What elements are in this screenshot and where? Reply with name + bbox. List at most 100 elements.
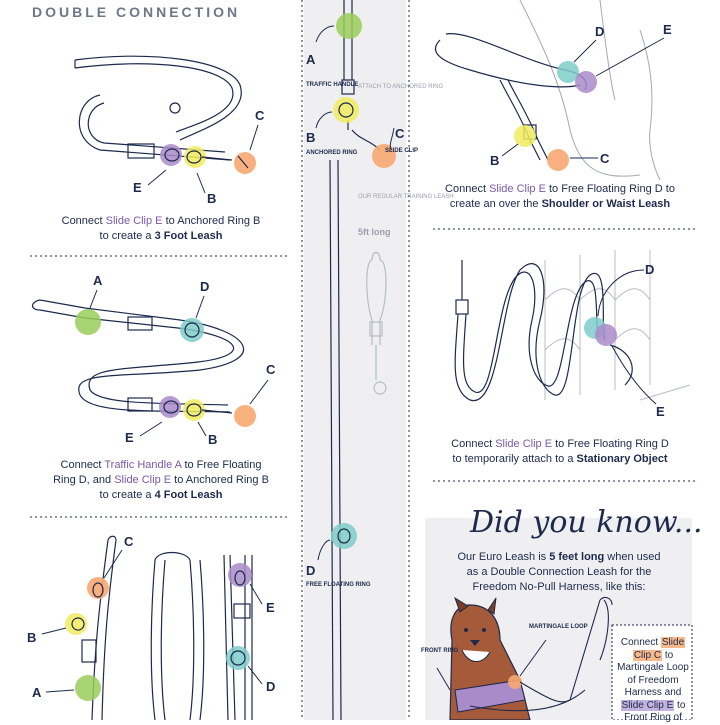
note-clip-c: Clip C <box>632 649 663 661</box>
stationary-leash <box>454 260 633 401</box>
three-foot-leash-illustration <box>74 55 242 161</box>
pointer-arrows-1 <box>147 124 259 194</box>
note-text: Connect <box>620 637 661 648</box>
clip-c-orange <box>234 152 256 174</box>
stationary-label-d: D <box>645 262 654 277</box>
caption-slide-clip-e: Slide Clip E <box>114 474 172 486</box>
center-hardware <box>337 102 354 544</box>
note-text: Harness and <box>624 687 682 698</box>
caption-bold: 3 Foot Leash <box>154 230 223 242</box>
note-slide: Slide <box>660 637 686 648</box>
shoulder-ring-d <box>557 61 579 83</box>
note-text: to <box>674 699 686 711</box>
note-text: Martingale Loop <box>617 662 689 673</box>
shoulder-label-c: C <box>600 151 610 166</box>
clip-c-orange-3 <box>87 577 109 599</box>
caption-text: Connect <box>445 183 490 195</box>
label-c-2: C <box>266 362 276 377</box>
dyk-text: as a Double Connection Leash for the <box>466 566 652 578</box>
label-c-3: C <box>124 534 134 549</box>
label-d-3: D <box>266 679 275 694</box>
pointer-arrows-2 <box>89 289 269 437</box>
regular-leash-label: OUR REGULAR TRAINING LEASH <box>358 194 454 200</box>
dyk-text: when used <box>604 551 661 563</box>
dog-illustration <box>449 596 531 720</box>
hardware-1 <box>164 148 249 169</box>
label-b-3: B <box>27 630 36 645</box>
shoulder-clip-e <box>575 71 597 93</box>
hardware-3 <box>71 570 246 666</box>
regular-training-leash <box>366 251 387 395</box>
caption-traffic-handle-a: Traffic Handle A <box>104 459 182 471</box>
did-you-know-body: Our Euro Leash is 5 feet long when used … <box>430 550 688 595</box>
attach-note: ATTACH TO ANCHORED RING <box>358 84 444 90</box>
handle-a-green <box>75 309 101 335</box>
center-label-b: B <box>306 130 315 145</box>
dyk-text: Our Euro Leash is <box>457 551 550 563</box>
shoulder-ring-b <box>514 125 536 147</box>
shoulder-label-b: B <box>490 153 499 168</box>
caption-three-foot: Connect Slide Clip E to Anchored Ring B … <box>30 214 292 244</box>
dyk-text: Freedom No-Pull Harness, like this: <box>472 581 646 593</box>
hardware-2 <box>163 322 233 417</box>
caption-shoulder: Connect Slide Clip E to Free Floating Ri… <box>425 182 695 212</box>
label-e: E <box>133 180 142 195</box>
handle-a-green-3 <box>75 675 101 701</box>
label-a-2: A <box>93 273 103 288</box>
stationary-object-fence <box>544 250 691 401</box>
ring-e-purple-3 <box>228 563 252 587</box>
dyk-arrows <box>436 639 547 691</box>
ring-e-purple-2 <box>159 396 181 418</box>
stationary-arrows <box>597 269 657 405</box>
caption-text: to Free Floating Ring D <box>552 438 669 450</box>
caption-text: to Anchored Ring B <box>162 215 261 227</box>
center-ring-d <box>331 523 357 549</box>
did-you-know-title: Did you know... <box>470 505 703 540</box>
center-arrows <box>315 25 395 561</box>
shoulder-arrows <box>501 37 665 159</box>
caption-slide-clip-e: Slide Clip E <box>489 183 546 195</box>
caption-four-foot: Connect Traffic Handle A to Free Floatin… <box>30 458 292 503</box>
anchored-ring-label: ANCHORED RING <box>306 150 358 156</box>
free-floating-ring-label: FREE FLOATING RING <box>306 582 371 588</box>
ring-b-yellow <box>184 146 206 168</box>
note-slide-clip-e: Slide Clip E <box>620 699 675 711</box>
shoulder-label-d: D <box>595 24 604 39</box>
caption-bold: 4 Foot Leash <box>154 489 223 501</box>
regular-length-label: 5ft long <box>358 227 391 237</box>
center-ring-b <box>333 97 359 123</box>
center-label-a: A <box>306 52 316 67</box>
dyk-leash <box>469 596 613 712</box>
stationary-label-e: E <box>656 404 665 419</box>
note-text: of Freedom <box>627 674 679 686</box>
dyk-bold: 5 feet long <box>549 551 605 563</box>
label-b: B <box>207 191 216 206</box>
four-foot-leash-illustration <box>31 299 245 413</box>
label-e-3: E <box>266 600 275 615</box>
pointer-arrows-3 <box>41 549 263 693</box>
caption-text: to Free Floating Ring D to <box>545 183 675 195</box>
label-e-2: E <box>125 430 134 445</box>
martingale-loop-label: MARTINGALE LOOP <box>529 624 588 630</box>
side-note: Connect Slide Clip C to Martingale Loop … <box>614 637 692 725</box>
traffic-handle-label: TRAFFIC HANDLE <box>306 82 358 88</box>
caption-bold: Shoulder or Waist Leash <box>541 198 671 210</box>
ring-d-teal <box>180 318 204 342</box>
caption-text: Connect <box>451 438 496 450</box>
dyk-clip-c <box>508 675 522 689</box>
shoulder-leash <box>434 33 587 161</box>
note-text: Front Ring of <box>624 712 682 723</box>
caption-slide-clip-e: Slide Clip E <box>495 438 553 450</box>
shoulder-clip-c <box>547 149 569 171</box>
slide-clip-label: SLIDE CLIP <box>385 148 418 154</box>
center-handle-a <box>336 13 362 39</box>
label-d-2: D <box>200 279 209 294</box>
caption-text: Connect <box>61 215 106 227</box>
page-title: DOUBLE CONNECTION <box>32 4 241 20</box>
caption-slide-clip-e: Slide Clip E <box>105 215 163 227</box>
front-ring-label: FRONT RING <box>421 648 459 654</box>
ring-d-teal-3 <box>226 646 250 670</box>
shoulder-illustration <box>519 0 661 181</box>
ring-e-purple <box>160 144 182 166</box>
